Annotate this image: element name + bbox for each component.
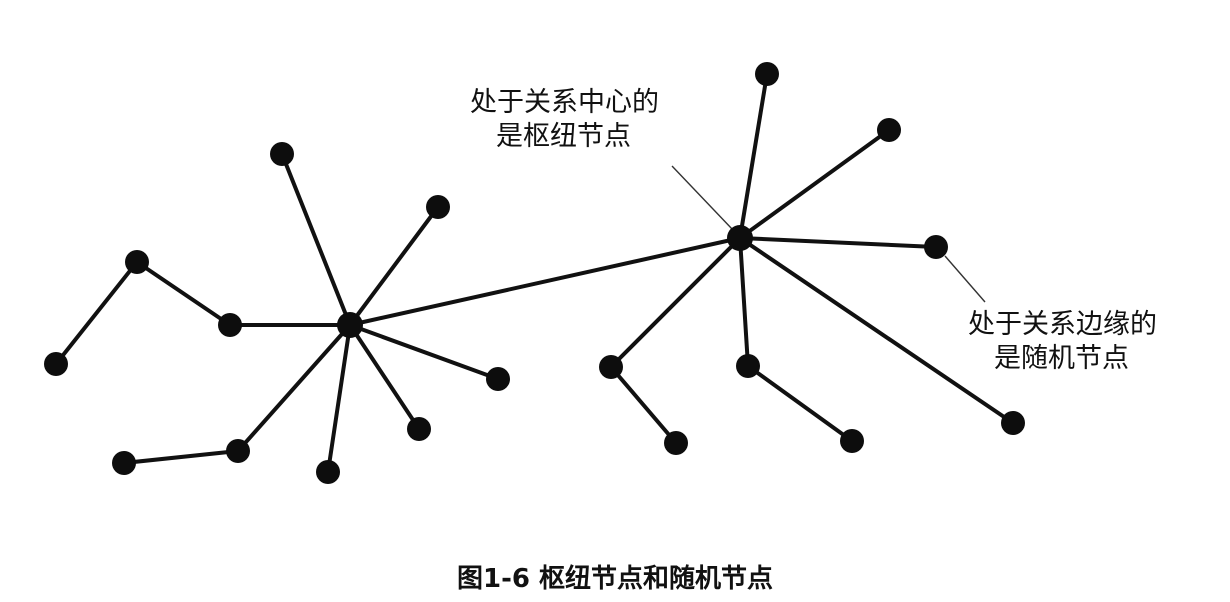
random-label-line2: 是随机节点 xyxy=(994,343,1129,374)
random-node-label: 处于关系边缘的 是随机节点 xyxy=(968,308,1157,376)
hub-label-line1: 处于关系中心的 xyxy=(470,87,659,118)
edge-left-hub-upper-right xyxy=(348,205,440,327)
edge-left-hub-right xyxy=(348,323,500,381)
node xyxy=(486,367,510,391)
edge-right-hub-upper-right xyxy=(738,128,891,240)
edge-right-hub-bottom xyxy=(738,236,750,368)
node xyxy=(426,195,450,219)
edge-hubs xyxy=(348,236,742,327)
hub-node-right xyxy=(727,225,753,251)
node xyxy=(664,431,688,455)
edge-left-branch-b xyxy=(54,260,139,366)
edge-left-branch-a xyxy=(135,260,232,327)
hub-node-left xyxy=(337,312,363,338)
node xyxy=(270,142,294,166)
node xyxy=(125,250,149,274)
hub-callout-line xyxy=(671,165,734,231)
node xyxy=(226,439,250,463)
edge-left-hub-lower-right xyxy=(348,323,421,431)
edge-left-hub-top xyxy=(280,152,352,327)
node xyxy=(218,313,242,337)
node xyxy=(736,354,760,378)
node xyxy=(1001,411,1025,435)
edge-right-hub-top xyxy=(738,72,769,240)
random-callout-line xyxy=(944,255,986,303)
random-node-callout xyxy=(924,235,948,259)
edges xyxy=(54,72,1015,474)
hub-node-label: 处于关系中心的 是枢纽节点 xyxy=(470,86,659,154)
edge-right-branch-a xyxy=(609,365,678,445)
node xyxy=(316,460,340,484)
node xyxy=(599,355,623,379)
random-label-line1: 处于关系边缘的 xyxy=(968,309,1157,340)
edge-right-branch-b xyxy=(746,364,854,443)
edge-left-hub-bottom xyxy=(326,323,352,474)
node xyxy=(112,451,136,475)
hub-label-line2: 是枢纽节点 xyxy=(496,121,631,152)
node xyxy=(407,417,431,441)
nodes xyxy=(44,62,1025,484)
node xyxy=(877,118,901,142)
edge-right-hub-lower-left xyxy=(609,236,742,369)
node xyxy=(840,429,864,453)
node xyxy=(44,352,68,376)
edge-left-hub-lower-left xyxy=(236,323,352,453)
edge-right-hub-lower-right xyxy=(738,236,1015,425)
figure-caption: 图1-6 枢纽节点和随机节点 xyxy=(456,564,774,594)
edge-right-hub-right xyxy=(738,236,938,249)
node xyxy=(755,62,779,86)
edge-left-branch-c xyxy=(122,449,240,465)
